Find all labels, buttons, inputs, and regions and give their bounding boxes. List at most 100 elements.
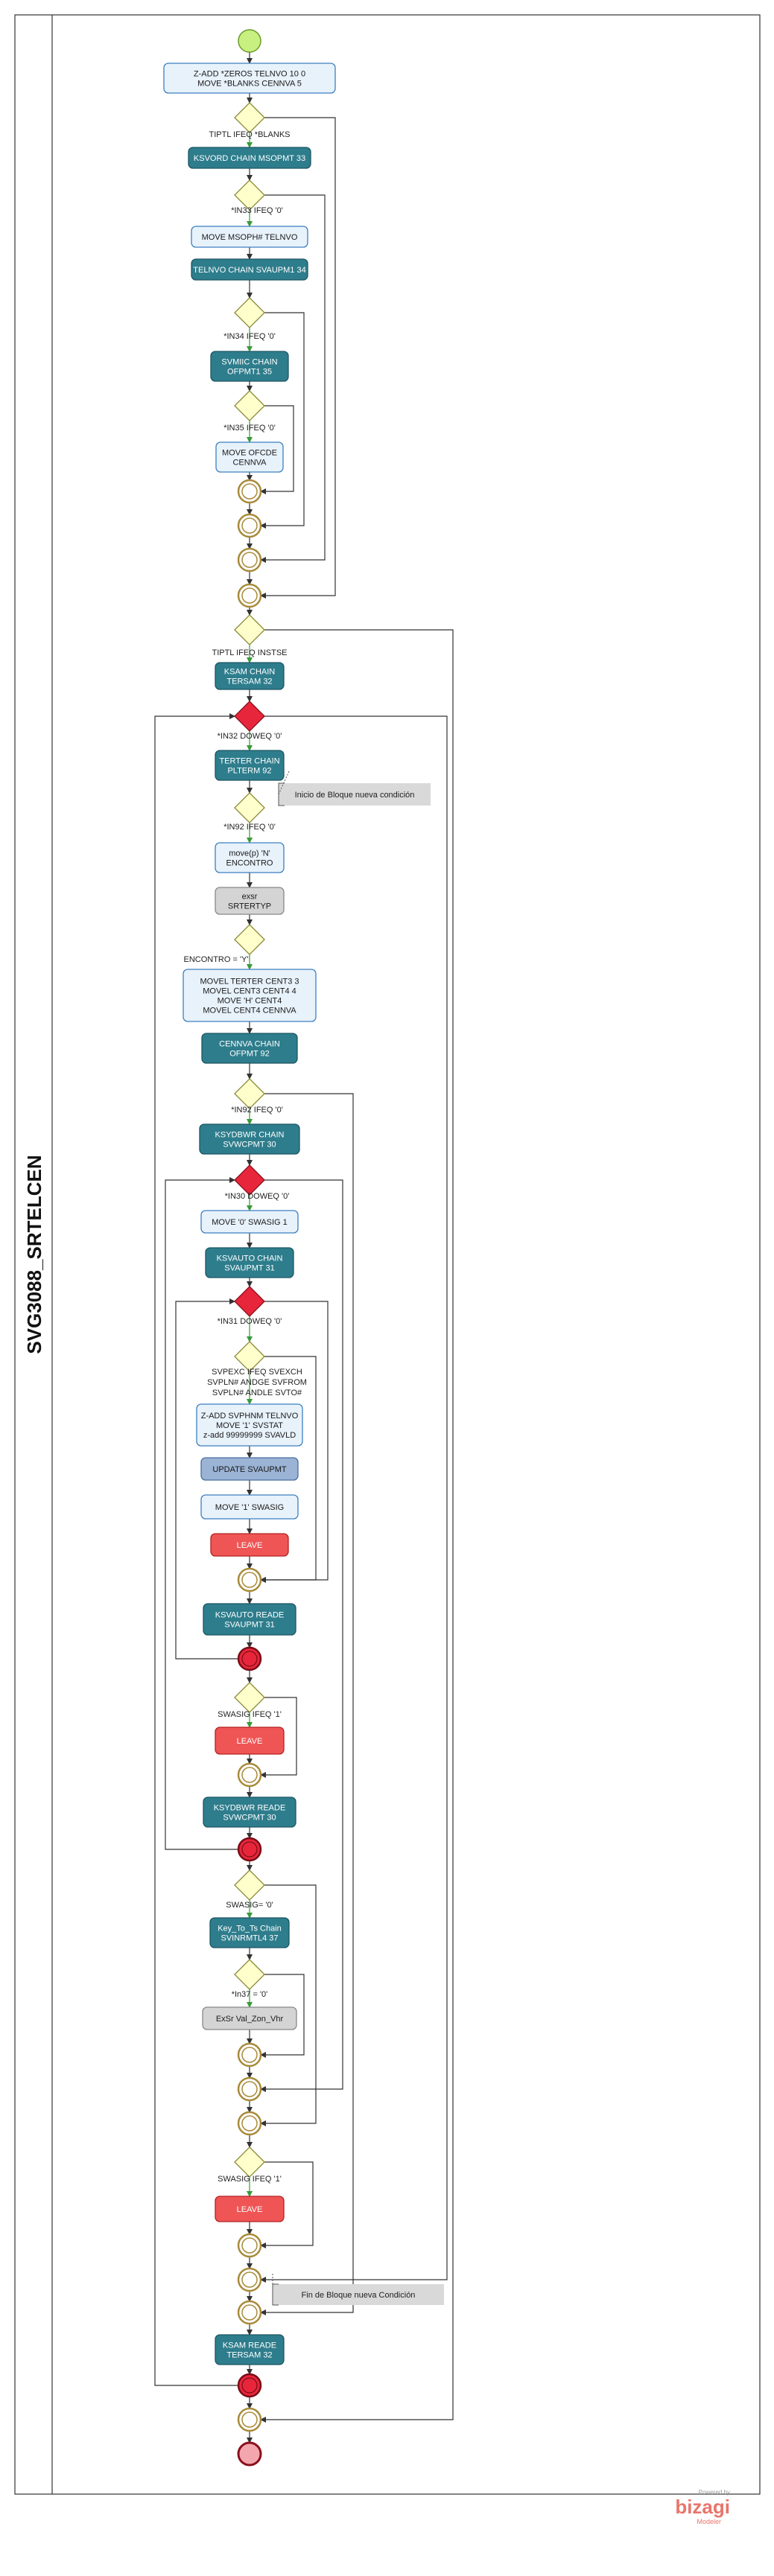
task-label: Key_To_Ts Chain [218, 1925, 282, 1933]
sequence-flow [260, 1301, 329, 1583]
task-t21[interactable]: LEAVE [215, 1727, 285, 1755]
decision-gateway[interactable] [234, 1959, 265, 1990]
task-label: OFPMT 92 [229, 1050, 270, 1059]
merge-gateway[interactable] [237, 513, 262, 538]
task-t14[interactable]: MOVE '0' SWASIG 1 [200, 1210, 299, 1234]
merge-gateway[interactable] [237, 2076, 262, 2102]
start-event[interactable] [238, 29, 261, 53]
task-label: TERSAM 32 [226, 2351, 272, 2360]
task-t2[interactable]: KSVORD CHAIN MSOPMT 33 [188, 147, 311, 169]
task-t18[interactable]: MOVE '1' SWASIG [200, 1494, 299, 1520]
sequence-flow [260, 405, 294, 494]
text-annotation: Fin de Bloque nueva Condición [272, 2274, 444, 2306]
sequence-flow [260, 117, 336, 599]
condition-label-c5: TIPTL IFEQ INSTSE [212, 648, 287, 657]
merge-gateway[interactable] [237, 2233, 262, 2258]
decision-gateway[interactable] [234, 1078, 265, 1109]
task-label: UPDATE SVAUPMT [212, 1465, 286, 1474]
annotation-text: Fin de Bloque nueva Condición [302, 2291, 416, 2300]
merge-gateway[interactable] [237, 547, 262, 573]
task-label: SVAUPMT 31 [224, 1621, 274, 1630]
condition-labels: TIPTL IFEQ *BLANKS*IN33 IFEQ '0'*IN34 IF… [183, 130, 306, 2184]
merge-gateway[interactable] [237, 2267, 262, 2292]
condition-label-c12: SVPEXC IFEQ SVEXCH [212, 1368, 302, 1377]
task-t4[interactable]: TELNVO CHAIN SVAUPM1 34 [191, 258, 308, 281]
task-t9[interactable]: move(p) 'N'ENCONTRO [215, 842, 285, 873]
task-t3[interactable]: MOVE MSOPH# TELNVO [191, 226, 308, 248]
sequence-flow [175, 1298, 238, 1660]
merge-gateway[interactable] [237, 2300, 262, 2325]
sequence-flow [154, 713, 238, 2386]
decision-gateway[interactable] [234, 297, 265, 328]
task-label: CENNVA CHAIN [219, 1040, 280, 1049]
decision-gateway[interactable] [234, 1682, 265, 1713]
task-t24[interactable]: ExSr Val_Zon_Vhr [202, 2006, 297, 2030]
task-label: ExSr Val_Zon_Vhr [216, 2015, 284, 2024]
loop-gateway[interactable] [234, 1286, 265, 1317]
decision-gateway[interactable] [234, 1869, 265, 1901]
loop-end-event[interactable] [237, 1646, 262, 1671]
task-label: KSAM CHAIN [224, 668, 276, 677]
decision-gateway[interactable] [234, 924, 265, 955]
powered-by-text: Powered by [699, 2489, 730, 2496]
merge-gateway[interactable] [237, 2042, 262, 2068]
task-t17[interactable]: UPDATE SVAUPMT [200, 1457, 299, 1481]
sequence-flow [260, 1884, 317, 2126]
condition-label-c3: *IN34 IFEQ '0' [223, 332, 276, 341]
merge-gateway[interactable] [237, 2407, 262, 2432]
task-label: TELNVO CHAIN SVAUPM1 34 [193, 266, 305, 275]
loop-end-event[interactable] [237, 2373, 262, 2398]
decision-gateway[interactable] [234, 792, 265, 823]
condition-label-c6: *IN32 DOWEQ '0' [218, 732, 282, 741]
merge-gateway[interactable] [237, 2111, 262, 2136]
decision-gateway[interactable] [234, 179, 265, 211]
decision-gateway[interactable] [234, 390, 265, 421]
merge-gateway[interactable] [237, 1762, 262, 1788]
condition-label-c7: *IN92 IFEQ '0' [223, 823, 276, 832]
loop-end-event[interactable] [237, 1837, 262, 1862]
task-label: LEAVE [237, 1737, 263, 1746]
decision-gateway[interactable] [234, 102, 265, 133]
condition-label-c15: *In37 = '0' [232, 1990, 268, 1999]
sequence-flow [260, 1179, 343, 2092]
loop-gateway[interactable] [234, 701, 265, 732]
task-label: SVWCPMT 30 [223, 1814, 276, 1823]
task-label: MOVE 'H' CENT4 [218, 997, 282, 1006]
condition-label-c8: ENCONTRO = 'Y' [183, 955, 248, 964]
task-label: Z-ADD SVPHNM TELNVO [201, 1412, 299, 1421]
task-label: CENNVA [232, 459, 267, 468]
merge-gateway[interactable] [237, 583, 262, 608]
merge-gateway[interactable] [237, 1567, 262, 1593]
decision-gateway[interactable] [234, 1341, 265, 1372]
decision-gateway[interactable] [234, 2146, 265, 2178]
loop-gateway[interactable] [234, 1164, 265, 1196]
condition-label-c4: *IN35 IFEQ '0' [223, 424, 276, 433]
task-label: MOVEL TERTER CENT3 3 [200, 978, 299, 986]
task-label: SVINRMTL4 37 [221, 1934, 278, 1943]
brand-name: bizagi [675, 2496, 730, 2518]
end-event[interactable] [237, 2441, 262, 2467]
sequence-flow [260, 312, 305, 529]
task-t19[interactable]: LEAVE [210, 1533, 289, 1557]
merge-gateway[interactable] [237, 479, 262, 504]
decision-gateway[interactable] [234, 614, 265, 645]
text-annotation: Inicio de Bloque nueva condición [278, 771, 431, 806]
condition-label-c12: SVPLN# ANDGE SVFROM [207, 1378, 307, 1387]
task-label: exsr [242, 893, 258, 902]
task-t25[interactable]: LEAVE [215, 2196, 285, 2222]
